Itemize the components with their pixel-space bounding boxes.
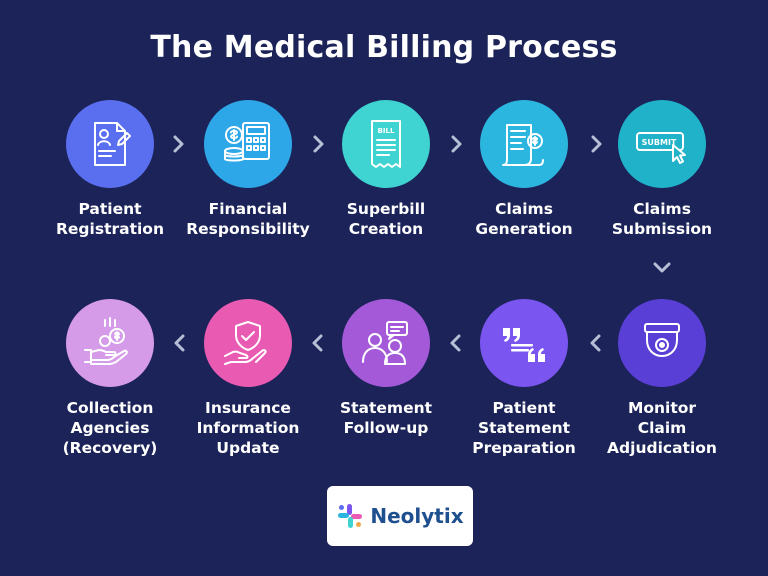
quote-statement-icon bbox=[480, 299, 568, 387]
bill-document-icon: BILL bbox=[342, 100, 430, 188]
step-collection-agencies-recovery: Collection Agencies (Recovery) bbox=[42, 299, 178, 458]
step-label: Patient Registration bbox=[55, 200, 164, 238]
step-label: Claims Generation bbox=[475, 200, 573, 238]
step-label: Insurance Information Update bbox=[196, 399, 300, 457]
svg-text:BILL: BILL bbox=[378, 127, 395, 135]
calculator-coins-icon bbox=[204, 100, 292, 188]
registration-form-icon bbox=[66, 100, 154, 188]
step-label: Patient Statement Preparation bbox=[472, 399, 576, 457]
chevron-down-icon bbox=[651, 257, 673, 279]
page-title: The Medical Billing Process bbox=[150, 30, 618, 65]
logo-text: Neolytix bbox=[370, 504, 464, 528]
people-chat-icon bbox=[342, 299, 430, 387]
chevron-right-icon bbox=[308, 133, 330, 155]
submit-button-icon: SUBMIT bbox=[618, 100, 706, 188]
chevron-right-icon bbox=[586, 133, 608, 155]
step-monitor-claim-adjudication: Monitor Claim Adjudication bbox=[594, 299, 730, 458]
chevron-left-icon bbox=[444, 332, 466, 354]
hand-coins-icon bbox=[66, 299, 154, 387]
chevron-left-icon bbox=[306, 332, 328, 354]
step-label: Financial Responsibility bbox=[186, 200, 310, 238]
chevron-left-icon bbox=[168, 332, 190, 354]
step-label: Collection Agencies (Recovery) bbox=[62, 399, 158, 457]
step-label: Claims Submission bbox=[611, 200, 713, 238]
step-superbill-creation: BILL Superbill Creation bbox=[318, 100, 454, 239]
step-label: Superbill Creation bbox=[346, 200, 426, 238]
neolytix-logo-mark-icon bbox=[338, 504, 363, 528]
neolytix-logo: Neolytix bbox=[327, 486, 473, 546]
chevron-right-icon bbox=[168, 133, 190, 155]
chevron-left-icon bbox=[584, 332, 606, 354]
step-claims-submission: SUBMIT Claims Submission bbox=[594, 100, 730, 239]
step-label: Statement Follow-up bbox=[339, 399, 433, 437]
step-insurance-information-update: Insurance Information Update bbox=[180, 299, 316, 458]
step-label: Monitor Claim Adjudication bbox=[607, 399, 717, 457]
claim-document-icon bbox=[480, 100, 568, 188]
svg-text:SUBMIT: SUBMIT bbox=[642, 138, 677, 147]
shield-hand-icon bbox=[204, 299, 292, 387]
surveillance-camera-icon bbox=[618, 299, 706, 387]
step-patient-registration: Patient Registration bbox=[42, 100, 178, 239]
step-claims-generation: Claims Generation bbox=[456, 100, 592, 239]
chevron-right-icon bbox=[446, 133, 468, 155]
step-financial-responsibility: Financial Responsibility bbox=[180, 100, 316, 239]
step-statement-follow-up: Statement Follow-up bbox=[318, 299, 454, 438]
step-patient-statement-preparation: Patient Statement Preparation bbox=[456, 299, 592, 458]
